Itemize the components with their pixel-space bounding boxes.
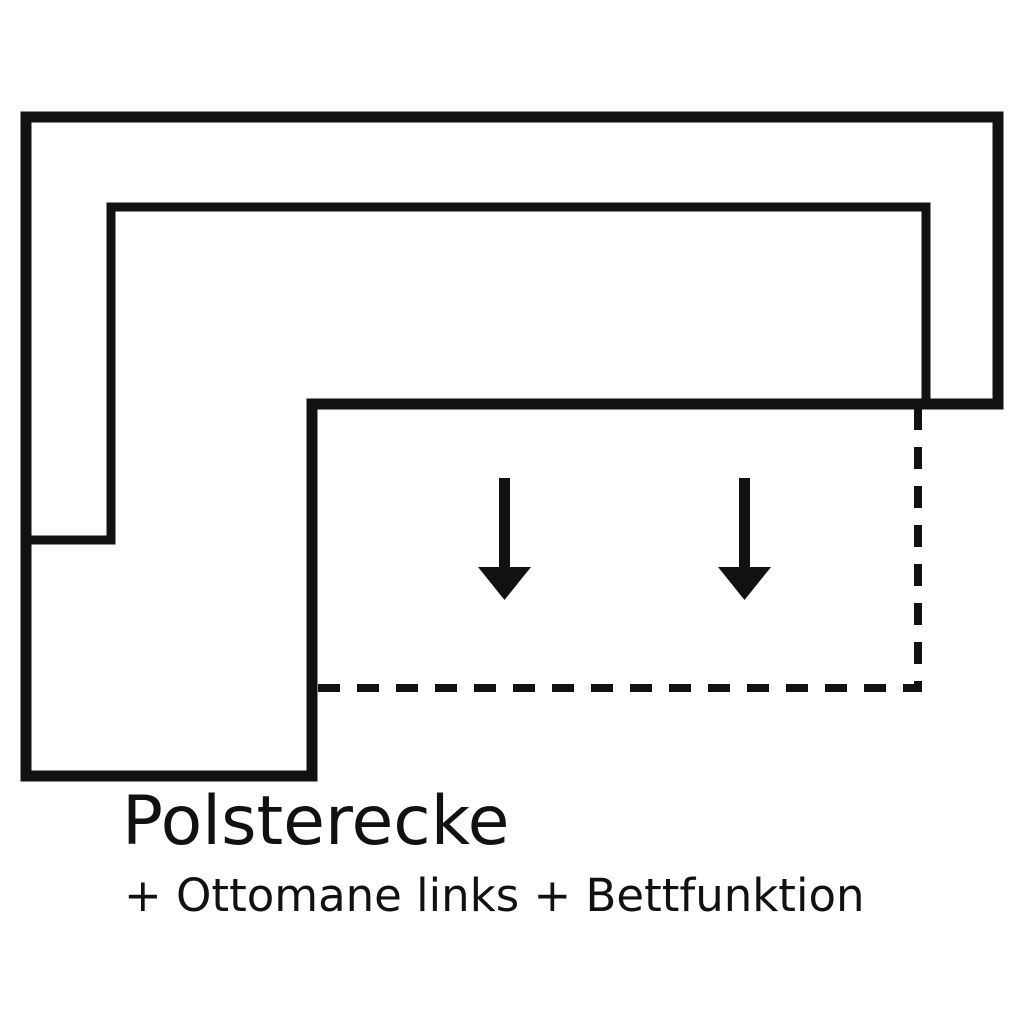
bed-extension-outline	[318, 408, 922, 692]
arrow-down-icon	[478, 478, 531, 600]
diagram-title: Polsterecke	[122, 782, 510, 861]
sofa-outer-outline	[20, 111, 1004, 782]
arrow-down-icon	[718, 478, 771, 600]
diagram-subtitle: + Ottomane links + Bettfunktion	[124, 869, 865, 922]
sofa-inner-outline	[26, 202, 931, 545]
